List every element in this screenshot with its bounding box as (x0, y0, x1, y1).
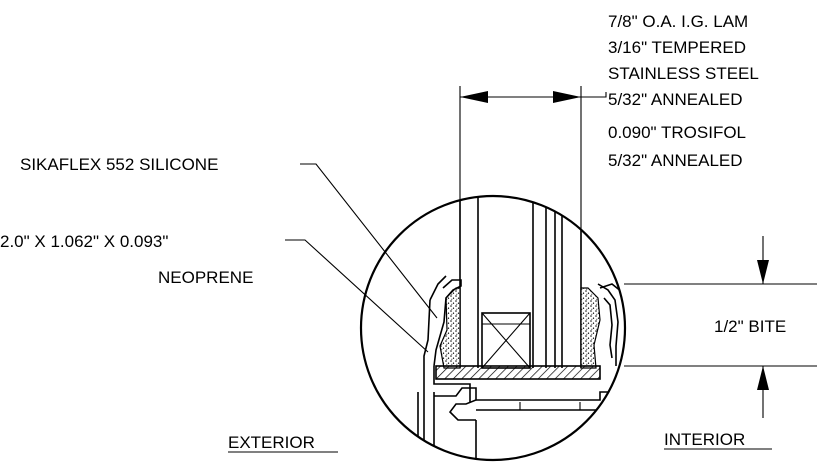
note-tempered: 3/16" TEMPERED (608, 38, 746, 57)
silicone-label: SIKAFLEX 552 SILICONE (20, 155, 218, 174)
note-glass-assembly: 7/8" O.A. I.G. LAM (608, 12, 748, 31)
note-annealed-1: 5/32" ANNEALED (608, 90, 743, 109)
gasket-leader (285, 239, 429, 353)
bite-label: 1/2" BITE (714, 317, 786, 336)
silicone-leader (300, 163, 438, 319)
gasket-material-label: NEOPRENE (158, 268, 253, 287)
note-annealed-2: 5/32" ANNEALED (608, 151, 743, 170)
detail-circle (359, 194, 627, 462)
bite-dimension (624, 236, 817, 418)
note-interlayer: 0.090" TROSIFOL (608, 123, 746, 142)
note-spacer: STAINLESS STEEL (608, 64, 759, 83)
exterior-label: EXTERIOR (228, 433, 315, 452)
gasket-size-label: 2.0" X 1.062" X 0.093" (0, 232, 168, 251)
interior-label: INTERIOR (664, 430, 745, 449)
glazing-section (417, 196, 625, 460)
